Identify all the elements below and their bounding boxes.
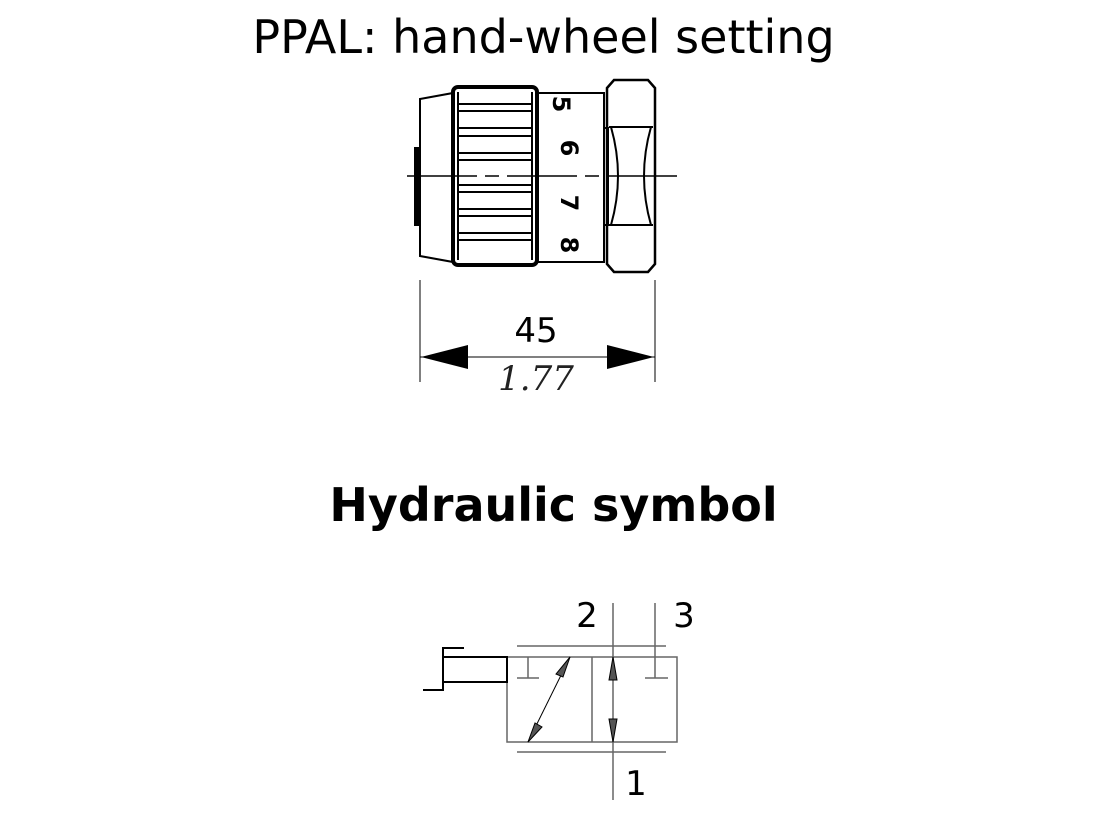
- actuator-lever: [423, 647, 464, 691]
- drawing-title: PPAL: hand-wheel setting: [252, 10, 835, 64]
- dial-number: 7: [555, 195, 583, 212]
- port-2-label: 2: [576, 596, 598, 636]
- dial-numbers: 5 6 7 8: [547, 96, 583, 254]
- flow-arrow-head: [555, 656, 571, 678]
- symbol-title: Hydraulic symbol: [329, 478, 778, 532]
- dimension-arrow-left: [421, 345, 468, 369]
- dimension-in: 1.77: [498, 359, 574, 399]
- handwheel-cap: [419, 91, 454, 264]
- hydraulic-symbol: [423, 603, 678, 800]
- solenoid-actuator: [442, 656, 508, 683]
- flow-arrow-head: [608, 718, 618, 743]
- flow-arrow-head: [527, 722, 543, 743]
- dial-number: 8: [555, 237, 583, 254]
- dial-number: 5: [547, 96, 575, 113]
- flow-arrow-head: [608, 656, 618, 681]
- dial-number: 6: [555, 140, 583, 157]
- dimension-arrow-right: [607, 345, 654, 369]
- dimension-mm: 45: [514, 311, 557, 351]
- port-3-label: 3: [673, 596, 695, 636]
- port-1-label: 1: [625, 764, 647, 804]
